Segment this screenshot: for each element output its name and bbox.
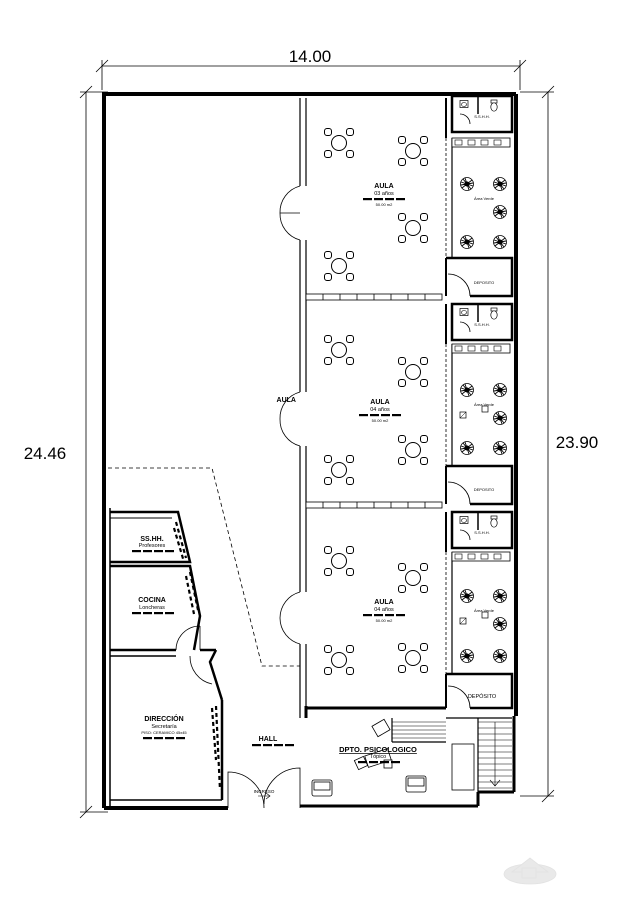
window-strip [305,501,443,509]
scale-bar-icon [132,550,174,553]
width-dimension: 14.00 [289,47,332,66]
office-furniture [311,718,475,797]
skylight-outline [108,467,300,667]
table-icon [398,213,428,243]
aula-1-area: 50.00 m2 [376,202,393,207]
sshh-prof-sub: Profesores [139,543,166,549]
ingreso-label: INGRESO [254,789,275,794]
sshh-label: S.S.H.H. [474,322,490,327]
scale-bar-icon [359,414,401,417]
direccion-sub: Secretaría [151,724,177,730]
table-icon [324,128,354,158]
aula-3-age: 04 años [374,607,394,613]
outer-walls [102,92,518,810]
room-labels: AULA 03 años 50.00 m2 AULA AULA 04 años … [132,114,497,800]
table-icon [398,563,428,593]
dimension-lines [79,59,555,819]
aula-2-name: AULA [370,399,389,406]
left-height-dimension: 24.46 [24,444,67,463]
aula-3-area: 50.00 m2 [376,618,393,623]
toilet-icon [490,307,498,320]
sshh-label: S.S.H.H. [474,530,490,535]
sink-icon [459,100,469,108]
scale-bar-icon [252,744,294,747]
scale-bar-icon [363,614,405,617]
direccion-floor: PISO: CERAMICO 45x45 [141,730,187,735]
psico-name: DPTO. PSICOLOGICO [339,745,417,754]
sink-row-icon [451,343,511,354]
sshh-label: S.S.H.H. [474,114,490,119]
table-icon [324,335,354,365]
aula-3-name: AULA [374,599,393,606]
sink-row-icon [451,551,511,562]
cocina-sub: Loncheras [139,605,165,611]
deposito-bottom-label: DEPÓSITO [468,693,497,700]
table-icon [324,645,354,675]
sink-icon [459,308,469,316]
scale-bar-icon [363,198,405,201]
watermark-logo [503,857,557,885]
deposito-label: DEPOSITO [474,280,495,285]
direccion-name: DIRECCIÓN [144,714,183,723]
shrub-icon [493,383,507,397]
shrub-icon [460,383,474,397]
area-verde-label: Área Verde [474,402,495,407]
shrub-icon [460,177,474,191]
shrub-icon [460,441,474,455]
table-icon [324,546,354,576]
shrub-icon [493,589,507,603]
sink-row-icon [451,137,511,148]
psico-sub: Tópico [370,754,387,760]
shrub-icon [493,205,507,219]
scale-bar-icon [143,737,185,740]
sanitary-fixtures [172,99,498,791]
table-icon [398,136,428,166]
deposito-label: DEPOSITO [474,487,495,492]
lavabo-fixtures [451,137,511,625]
shrub-icon [460,649,474,663]
table-icon [324,455,354,485]
right-height-dimension: 23.90 [556,433,599,452]
shrub-icon [493,177,507,191]
shrub-icon [493,441,507,455]
aula-2-area: 50.00 m2 [372,418,389,423]
shrub-icon [493,411,507,425]
scale-bar-icon [132,612,174,615]
window-strip [305,293,443,301]
shrub-icon [460,589,474,603]
area-verde-label: Área Verde [474,608,495,613]
aula-2-age: 04 años [370,407,390,413]
stair-treads [392,721,512,789]
table-icon [398,643,428,673]
hall-name: HALL [259,736,278,743]
shrub-icon [493,235,507,249]
table-icon [398,357,428,387]
shrub-icon [493,617,507,631]
aula-1-name: AULA [374,183,393,190]
interior-walls [109,94,514,810]
sink-icon [459,516,469,524]
toilet-icon [490,99,498,112]
table-icon [324,251,354,281]
shrub-icon [460,235,474,249]
sshh-prof-name: SS.HH. [140,536,163,543]
doors [175,113,471,809]
cocina-name: COCINA [138,597,166,604]
toilet-icon [490,515,498,528]
table-icon [398,435,428,465]
aula-1-age: 03 años [374,191,394,197]
area-verde-label: Área Verde [474,196,495,201]
aula-2-left-name: AULA [277,397,296,404]
garden-shrubs [460,177,507,663]
shrub-icon [493,649,507,663]
